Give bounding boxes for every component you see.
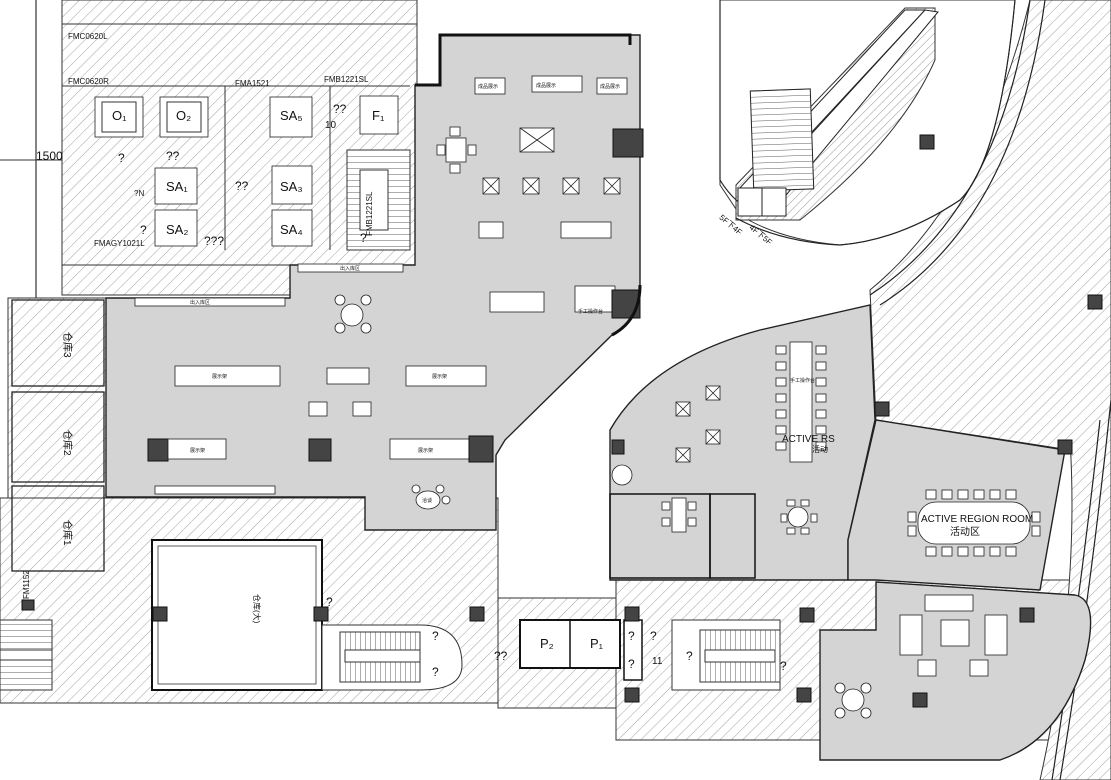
number-mark: 10 bbox=[325, 120, 337, 131]
unknown-mark: ? bbox=[650, 629, 657, 643]
lounge-furniture bbox=[834, 594, 1035, 719]
room-label-region-en: ACTIVE REGION ROOM bbox=[921, 514, 1033, 525]
furniture-label: 展示架 bbox=[212, 374, 227, 380]
unknown-mark: ?N bbox=[134, 189, 144, 198]
unknown-mark: ? bbox=[118, 151, 125, 165]
facade-curves bbox=[719, 0, 1111, 780]
unknown-mark: ?? bbox=[494, 649, 508, 663]
unknown-mark: ? bbox=[628, 657, 635, 671]
door-code: FMB1221SL bbox=[324, 75, 369, 84]
unknown-mark: ? bbox=[432, 665, 439, 679]
door-code: FMB1221SL bbox=[365, 191, 374, 236]
storage-rooms bbox=[11, 299, 105, 572]
active-rs-furniture bbox=[611, 341, 827, 535]
unknown-mark: ? bbox=[326, 595, 333, 609]
unknown-mark: ?? bbox=[166, 149, 180, 163]
unknown-mark: ?? bbox=[235, 179, 249, 193]
columns bbox=[21, 134, 1103, 703]
showroom-furniture bbox=[134, 75, 644, 510]
door-code: FMC0620R bbox=[68, 77, 109, 86]
stairs-group bbox=[0, 619, 781, 691]
furniture-label: 成品展示 bbox=[536, 82, 556, 89]
unknown-mark: ? bbox=[686, 649, 693, 663]
furniture-label: 出入库区 bbox=[340, 265, 360, 272]
room-label-storage3: 仓库3 bbox=[61, 332, 74, 358]
room-label-region-cn: 活动区 bbox=[950, 526, 980, 538]
room-label-p2: P₂ bbox=[540, 636, 554, 651]
region-room-furniture bbox=[907, 489, 1041, 557]
walls bbox=[0, 0, 642, 600]
furniture-label: 手工操作台 bbox=[578, 308, 603, 315]
furniture-label: 洽谈 bbox=[422, 497, 432, 504]
room-label-storage1: 仓库1 bbox=[61, 520, 74, 546]
dimension-label: 1500 bbox=[36, 149, 63, 163]
unknown-mark: ? bbox=[628, 629, 635, 643]
number-mark: 11 bbox=[652, 656, 663, 667]
p-rooms bbox=[519, 619, 643, 681]
room-label-storage2: 仓库2 bbox=[61, 430, 74, 456]
room-label-rs-en: ACTIVE RS bbox=[782, 434, 835, 445]
unknown-mark: ? bbox=[360, 231, 367, 245]
core-rooms bbox=[62, 85, 411, 266]
unknown-mark: ? bbox=[432, 629, 439, 643]
unknown-mark: ? bbox=[140, 223, 147, 237]
furniture-label: 成品展示 bbox=[600, 83, 620, 90]
labels: 1500 FMC0620L FMC0620R FMA1521 FMB1221SL… bbox=[22, 32, 1033, 679]
room-label-warehouse: 仓库(大) bbox=[252, 594, 262, 624]
display-cubes bbox=[482, 127, 621, 195]
active-rs-zone bbox=[609, 304, 876, 581]
unknown-mark: ?? bbox=[333, 102, 347, 116]
furniture-label: 展示架 bbox=[190, 448, 205, 454]
furniture-label: 成品展示 bbox=[478, 83, 498, 90]
furniture-label: 展示架 bbox=[432, 374, 447, 380]
door-code: FMC0620L bbox=[68, 32, 108, 41]
unknown-mark: ??? bbox=[204, 234, 224, 248]
door-code: FM1152 bbox=[22, 570, 31, 599]
door-code: FMA1521 bbox=[235, 79, 270, 88]
lounge-zone bbox=[819, 581, 1092, 761]
room-label-sa1: SA₁ bbox=[166, 179, 188, 194]
room-label-o1: O₁ bbox=[112, 108, 127, 123]
room-label-sa5: SA₅ bbox=[280, 108, 303, 123]
office-rooms bbox=[609, 493, 756, 579]
door-code: FMAGY1021L bbox=[94, 239, 145, 248]
furniture-label: 手工操作台 bbox=[790, 377, 815, 384]
room-label-rs-cn: 活动 bbox=[812, 444, 828, 454]
room-label-p1: P₁ bbox=[590, 636, 604, 651]
room-label-sa3: SA₃ bbox=[280, 179, 303, 194]
escalator bbox=[736, 9, 939, 217]
room-label-f1: F₁ bbox=[372, 108, 385, 123]
warehouse bbox=[151, 539, 323, 691]
room-label-sa2: SA₂ bbox=[166, 222, 188, 237]
room-label-sa4: SA₄ bbox=[280, 222, 303, 237]
unknown-mark: ? bbox=[780, 659, 787, 673]
furniture-label: 出入库区 bbox=[190, 299, 210, 306]
room-label-o2: O₂ bbox=[176, 108, 191, 123]
furniture-label: 展示架 bbox=[418, 448, 433, 454]
